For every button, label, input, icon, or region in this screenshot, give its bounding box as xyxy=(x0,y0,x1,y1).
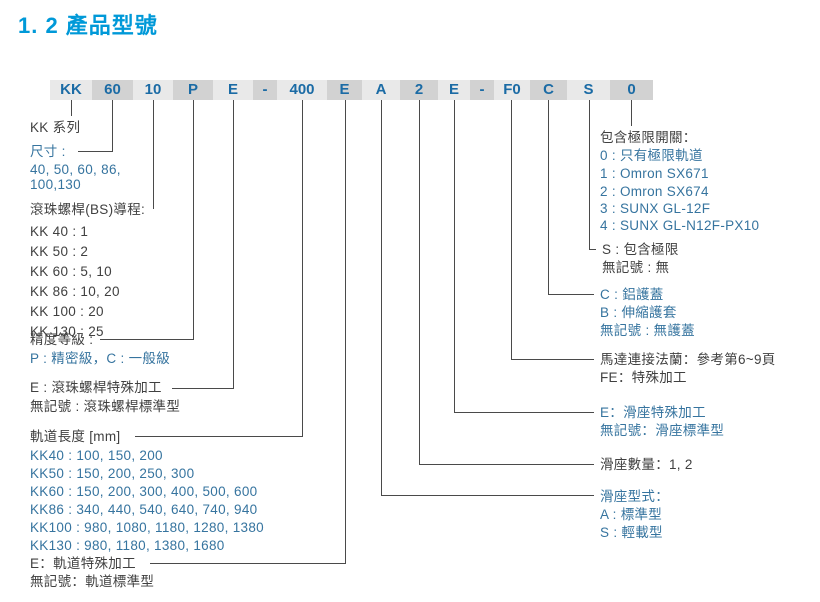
cover-line1: C : 鋁護蓋 xyxy=(600,287,664,302)
lead-item: KK 100 : 20 xyxy=(30,304,104,319)
rail-length-title: 軌道長度 [mm] xyxy=(30,429,121,444)
slide-type-item: S : 輕載型 xyxy=(600,525,663,540)
limit-switch-item: 1 : Omron SX671 xyxy=(600,166,709,181)
rail-length-item: KK130 : 980, 1180, 1380, 1680 xyxy=(30,538,225,553)
size-values-line2: 100,130 xyxy=(30,177,81,192)
connector-line xyxy=(150,100,346,564)
lead-item: KK 40 : 1 xyxy=(30,224,89,239)
connector-line xyxy=(135,100,303,437)
series-label: KK 系列 xyxy=(30,120,81,135)
connector-line xyxy=(511,100,594,360)
slide-special-line2: 無記號：滑座標準型 xyxy=(600,423,725,438)
slide-count-label: 滑座數量：1, 2 xyxy=(600,457,693,472)
code-segment-dash1: - xyxy=(253,80,277,100)
rail-length-item: KK60 : 150, 200, 300, 400, 500, 600 xyxy=(30,484,258,499)
lead-item: KK 130 : 25 xyxy=(30,324,104,339)
connector-line xyxy=(381,100,594,496)
limit-switch-title: 包含極限開關： xyxy=(600,130,697,145)
accuracy-title: 精度等級 : xyxy=(30,332,94,347)
code-segment-flange: F0 xyxy=(494,80,530,100)
code-segment-rail-length: 400 xyxy=(277,80,327,100)
code-segment-limit-switch: 0 xyxy=(610,80,653,100)
flange-line2: FE：特殊加工 xyxy=(600,370,687,385)
connector-line xyxy=(419,100,594,465)
page-title: 1. 2 產品型號 xyxy=(18,13,158,38)
connector-line xyxy=(548,100,594,295)
code-segment-slide-count: 2 xyxy=(400,80,438,100)
connector-line xyxy=(589,100,596,250)
code-segment-accuracy: P xyxy=(173,80,213,100)
lead-item: KK 50 : 2 xyxy=(30,244,89,259)
limit-switch-item: 4 : SUNX GL-N12F-PX10 xyxy=(600,218,760,233)
size-title: 尺寸 : xyxy=(30,144,66,159)
limit-line1: S : 包含極限 xyxy=(602,242,679,257)
lead-item: KK 60 : 5, 10 xyxy=(30,264,112,279)
code-segment-dash2: - xyxy=(470,80,494,100)
code-segment-slide-special: E xyxy=(438,80,470,100)
code-segment-size: 60 xyxy=(92,80,133,100)
cover-line3: 無記號 : 無護蓋 xyxy=(600,323,695,338)
lead-item: KK 86 : 10, 20 xyxy=(30,284,120,299)
slide-type-title: 滑座型式： xyxy=(600,489,669,504)
slide-special-line1: E：滑座特殊加工 xyxy=(600,405,706,420)
slide-type-item: A : 標準型 xyxy=(600,507,663,522)
code-segment-cover: C xyxy=(530,80,567,100)
code-segment-rail-special: E xyxy=(327,80,362,100)
flange-line1: 馬達連接法蘭：參考第6~9頁 xyxy=(600,352,776,367)
lead-title: 滾珠螺桿(BS)導程: xyxy=(30,202,146,217)
size-values-line1: 40, 50, 60, 86, xyxy=(30,162,121,177)
connector-line xyxy=(172,100,234,389)
cover-line2: B : 伸縮護套 xyxy=(600,305,677,320)
rail-length-item: KK100 : 980, 1080, 1180, 1280, 1380 xyxy=(30,520,264,535)
rail-length-item: KK40 : 100, 150, 200 xyxy=(30,448,163,463)
code-segment-lead: 10 xyxy=(133,80,173,100)
rail-length-item: KK86 : 340, 440, 540, 640, 740, 940 xyxy=(30,502,258,517)
rail-special-line1: E：軌道特殊加工 xyxy=(30,556,136,571)
code-segment-limit: S xyxy=(567,80,610,100)
limit-line2: 無記號 : 無 xyxy=(602,260,670,275)
accuracy-values: P : 精密級，C : 一般級 xyxy=(30,351,171,366)
connector-line xyxy=(78,100,113,152)
limit-switch-item: 3 : SUNX GL-12F xyxy=(600,201,711,216)
bs-special-line2: 無記號 : 滾珠螺桿標準型 xyxy=(30,399,181,414)
rail-length-item: KK50 : 150, 200, 250, 300 xyxy=(30,466,195,481)
connector-line xyxy=(100,100,194,340)
limit-switch-item: 0 : 只有極限軌道 xyxy=(600,148,703,163)
bs-special-line1: E : 滾珠螺桿特殊加工 xyxy=(30,380,162,395)
connector-line xyxy=(454,100,594,413)
code-segment-series: KK xyxy=(50,80,92,100)
limit-switch-item: 2 : Omron SX674 xyxy=(600,184,709,199)
code-segment-slide-type: A xyxy=(362,80,400,100)
rail-special-line2: 無記號：軌道標準型 xyxy=(30,574,155,589)
code-segment-bs-special: E xyxy=(213,80,253,100)
